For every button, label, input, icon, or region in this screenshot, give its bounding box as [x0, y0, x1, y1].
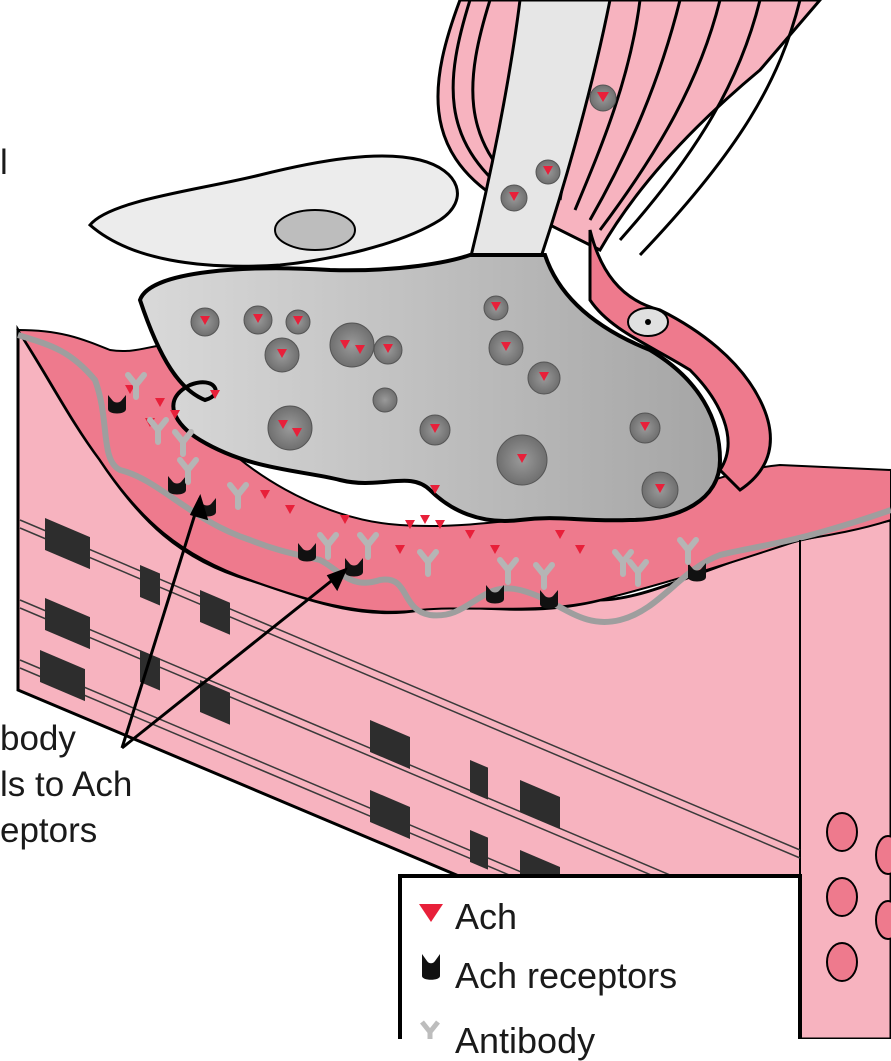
- nucleolus: [645, 319, 651, 325]
- schwann-cell: [90, 156, 457, 266]
- myasthenia-gravis-junction-illustration: [0, 0, 891, 1039]
- top-left-fragment: l: [0, 145, 8, 180]
- legend-item-ach: Ach: [455, 899, 517, 935]
- legend-item-antibody: Antibody: [455, 1023, 595, 1059]
- antibody-annotation-line-2: ls to Ach: [0, 767, 132, 802]
- antibody-annotation-line-3: eptors: [0, 813, 97, 848]
- antibody-annotation-line-1: body: [0, 721, 76, 756]
- legend-item-ach-receptors: Ach receptors: [455, 958, 677, 994]
- schwann-nucleus: [275, 210, 355, 250]
